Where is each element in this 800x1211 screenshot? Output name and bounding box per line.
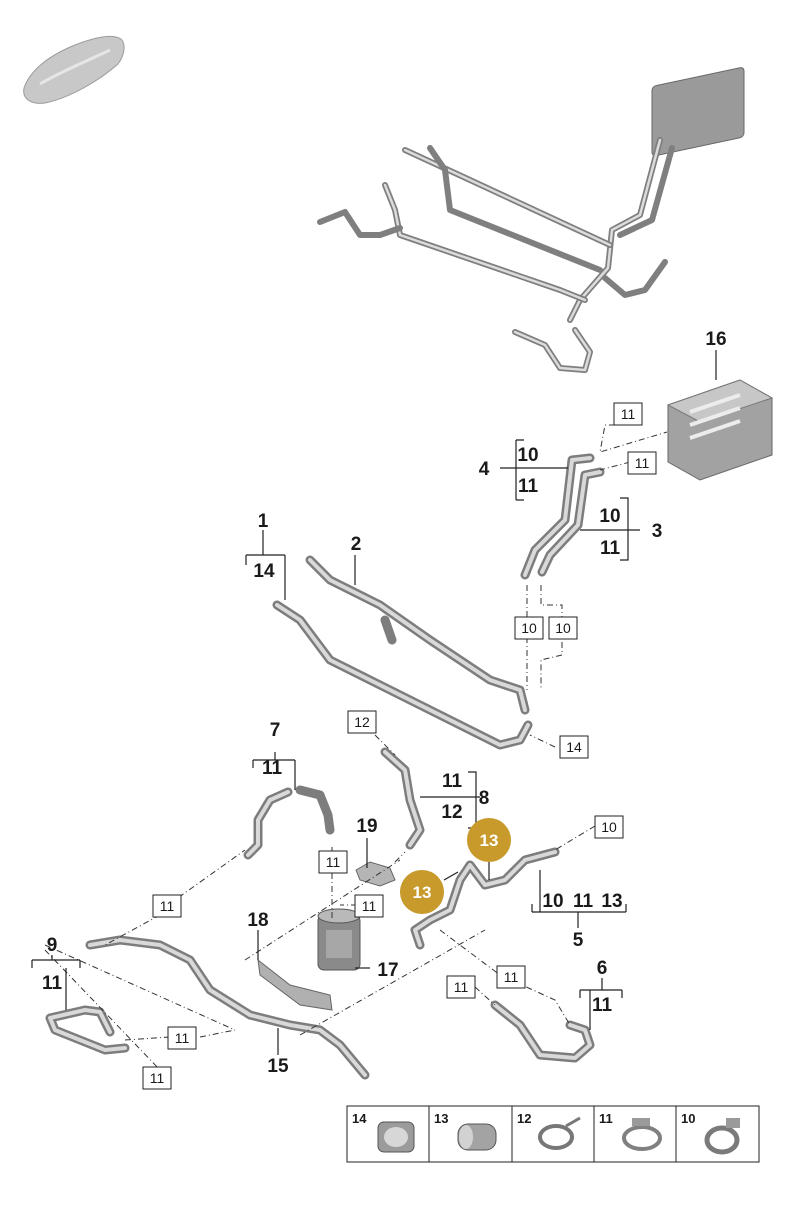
- svg-text:11: 11: [326, 854, 341, 870]
- sublabel-11-part3: 11: [600, 538, 621, 559]
- boxed-label: 11: [318, 850, 348, 874]
- svg-text:13: 13: [413, 883, 432, 902]
- hose-7: [243, 785, 335, 860]
- svg-text:13: 13: [480, 831, 499, 850]
- legend-num-11: 11: [599, 1111, 613, 1126]
- boxed-label: 11: [167, 1026, 197, 1050]
- overview-assembly: [317, 67, 745, 373]
- svg-text:11: 11: [621, 406, 636, 422]
- svg-text:10: 10: [555, 620, 571, 636]
- svg-text:11: 11: [454, 979, 469, 995]
- boxed-label: 11: [142, 1066, 172, 1090]
- boxed-label: 10: [514, 616, 544, 640]
- svg-text:11: 11: [635, 455, 650, 471]
- coolant-pipes-3-4: [520, 453, 605, 580]
- svg-text:11: 11: [362, 898, 377, 914]
- part-label-4: 4: [479, 459, 490, 480]
- part-label-16: 16: [705, 329, 726, 350]
- sublabel-11-part7: 11: [262, 758, 283, 779]
- sublabel-10-part4: 10: [517, 445, 538, 466]
- hose-sleeve-icon: [457, 1123, 497, 1151]
- heat-exchanger-block: [666, 379, 774, 481]
- bracket-18: [257, 958, 333, 1011]
- svg-text:12: 12: [354, 714, 370, 730]
- boxed-label: 11: [354, 894, 384, 918]
- legend-num-12: 12: [517, 1111, 531, 1126]
- svg-text:11: 11: [175, 1030, 190, 1046]
- sublabel-11-part5: 11: [573, 891, 594, 912]
- bracket-19: [355, 861, 396, 887]
- boxed-label: 11: [446, 975, 476, 999]
- part-label-15: 15: [267, 1056, 289, 1077]
- svg-text:10: 10: [601, 819, 617, 835]
- sublabel-13-part5: 13: [601, 891, 622, 912]
- part-label-3: 3: [652, 521, 663, 542]
- svg-text:11: 11: [160, 898, 175, 914]
- part-label-2: 2: [351, 534, 362, 555]
- part-label-19: 19: [356, 816, 377, 837]
- car-silhouette-icon: [23, 35, 125, 104]
- spring-clip-icon: [538, 1116, 581, 1150]
- part-label-7: 7: [270, 720, 281, 741]
- boxed-label: 12: [347, 710, 377, 734]
- hose-9-15: [45, 935, 370, 1080]
- boxed-label: 10: [548, 616, 578, 640]
- legend-num-10: 10: [681, 1111, 695, 1126]
- sublabel-11-part8: 11: [442, 771, 463, 792]
- svg-text:11: 11: [504, 969, 519, 985]
- sublabel-10-part5: 10: [542, 891, 563, 912]
- part-label-17: 17: [377, 960, 398, 981]
- part-label-9: 9: [47, 935, 58, 956]
- hose-5: [410, 847, 560, 950]
- part-label-1: 1: [258, 511, 269, 532]
- boxed-label: 10: [594, 815, 624, 839]
- callout-13-badge: 13: [467, 818, 511, 862]
- part-label-5: 5: [573, 930, 584, 951]
- callout-13-badge: 13: [400, 870, 444, 914]
- svg-text:10: 10: [521, 620, 537, 636]
- sublabel-11-part6: 11: [592, 995, 613, 1016]
- clamp-sleeve-icon: [377, 1121, 415, 1153]
- sublabel-14-part1: 14: [253, 561, 275, 582]
- hose-clamp-icon: [622, 1118, 662, 1151]
- part-label-8: 8: [479, 788, 490, 809]
- boxed-label: 11: [627, 451, 657, 475]
- svg-text:14: 14: [566, 739, 582, 755]
- part-label-18: 18: [247, 910, 268, 931]
- legend-num-14: 14: [352, 1111, 367, 1126]
- hose-8: [380, 747, 425, 850]
- boxed-label: 11: [496, 965, 526, 989]
- boxed-label: 14: [559, 735, 589, 759]
- boxed-label: 11: [613, 402, 643, 426]
- sublabel-10-part3: 10: [599, 506, 620, 527]
- coolant-pipes-1-2: [272, 555, 533, 750]
- solid-leaders: [31, 350, 717, 1055]
- svg-text:11: 11: [150, 1070, 165, 1086]
- hose-6: [490, 1000, 595, 1063]
- boxed-label: 11: [152, 894, 182, 918]
- sublabel-11-part9: 11: [42, 973, 63, 994]
- sublabel-11-part4: 11: [518, 476, 539, 497]
- sublabel-12-part8: 12: [441, 802, 462, 823]
- pump-17: [317, 908, 361, 971]
- fastener-legend: 14 13 12 11 10: [346, 1105, 760, 1163]
- clamp-ring-icon: [704, 1118, 740, 1155]
- legend-num-13: 13: [434, 1111, 448, 1126]
- part-label-6: 6: [597, 958, 608, 979]
